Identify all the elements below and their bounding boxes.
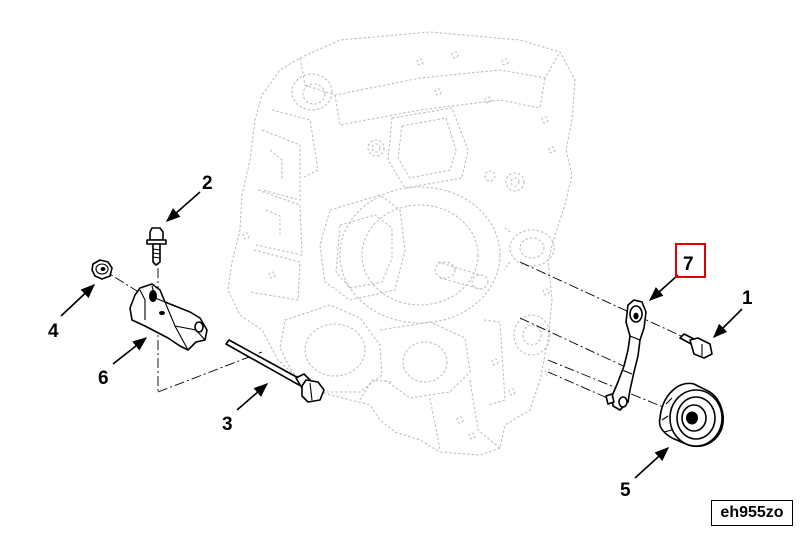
callout-5: 5 <box>620 480 631 501</box>
callout-7: 7 <box>683 254 694 275</box>
callout-7-highlight-box <box>675 243 706 278</box>
part-7-arm <box>605 299 647 411</box>
callout-3: 3 <box>222 414 233 435</box>
engine-block-ghost <box>227 31 576 456</box>
part-6-bracket <box>129 283 208 351</box>
part-5-pulley <box>658 382 724 448</box>
part-2-bolt <box>146 227 167 266</box>
callout-6: 6 <box>98 368 109 389</box>
callout-1: 1 <box>742 288 753 309</box>
part-1-bolt <box>679 333 713 359</box>
part-3-long-bolt <box>225 339 325 403</box>
leader-lines <box>60 191 743 479</box>
drawing-id-tag: eh955zo <box>711 500 793 526</box>
drawing-id-text: eh955zo <box>720 504 784 521</box>
callout-4: 4 <box>48 321 59 342</box>
part-4-nut <box>91 259 113 280</box>
callout-2: 2 <box>202 173 213 194</box>
